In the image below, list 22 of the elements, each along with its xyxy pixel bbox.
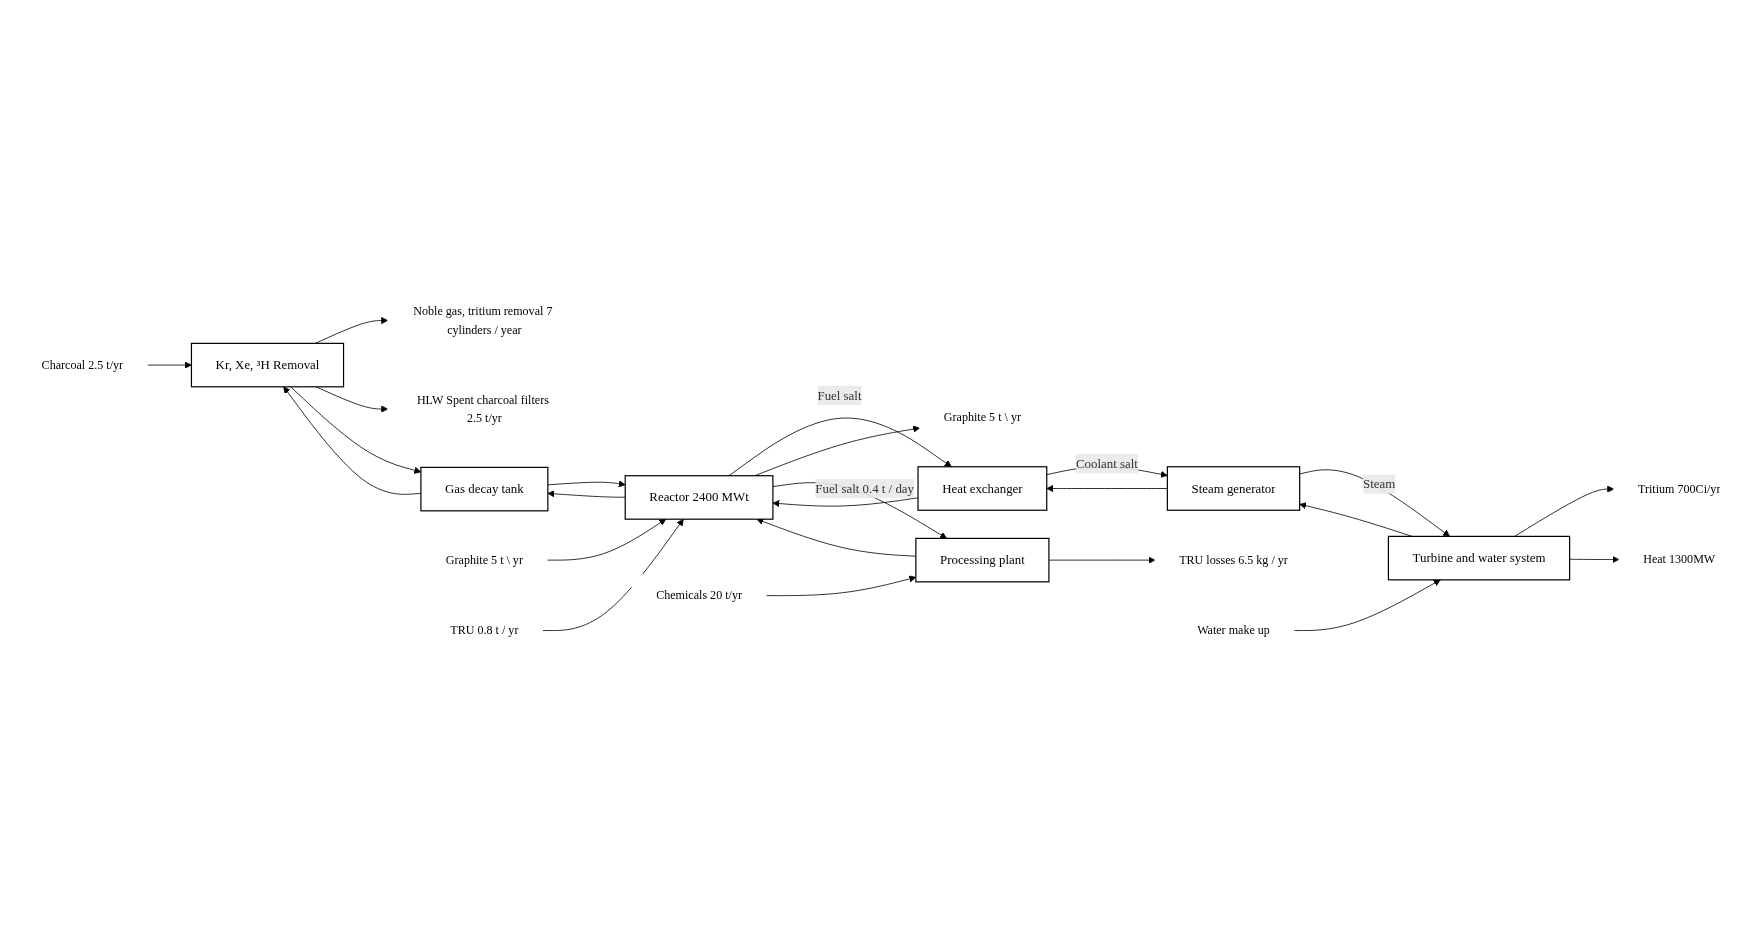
node-text: TRU losses 6.5 kg / yr — [1179, 553, 1288, 567]
node-text: Heat 1300MW — [1643, 552, 1716, 566]
node-box: Kr, Xe, ³H Removal — [190, 342, 345, 388]
node-box: Turbine and water system — [1387, 535, 1571, 581]
node-text: HLW Spent charcoal filters 2.5 t/yr — [416, 393, 549, 425]
node-text: Graphite 5 t \ yr — [943, 410, 1021, 424]
edge-label: Fuel salt — [817, 388, 862, 402]
node-text: Tritium 700Ci/yr — [1638, 482, 1721, 496]
node-box: Gas decay tank — [420, 466, 549, 512]
edge-label: Steam — [1363, 476, 1396, 491]
edge-label: Coolant salt — [1076, 456, 1138, 471]
edge-label: Fuel salt 0.4 t / day — [815, 481, 914, 495]
node-text: Charcoal 2.5 t/yr — [41, 358, 124, 372]
node-box: Heat exchanger — [917, 466, 1048, 511]
node-text: Chemicals 20 t/yr — [656, 588, 742, 602]
node-box: Steam generator — [1166, 466, 1301, 511]
node-text: Graphite 5 t \ yr — [445, 553, 523, 567]
node-text: TRU 0.8 t / yr — [450, 623, 519, 637]
node-box: Reactor 2400 MWt — [624, 475, 774, 520]
node-box: Processing plant — [915, 537, 1050, 583]
node-text: Noble gas, tritium removal 7 cylinders / year — [413, 304, 553, 336]
node-text: Water make up — [1197, 623, 1270, 637]
